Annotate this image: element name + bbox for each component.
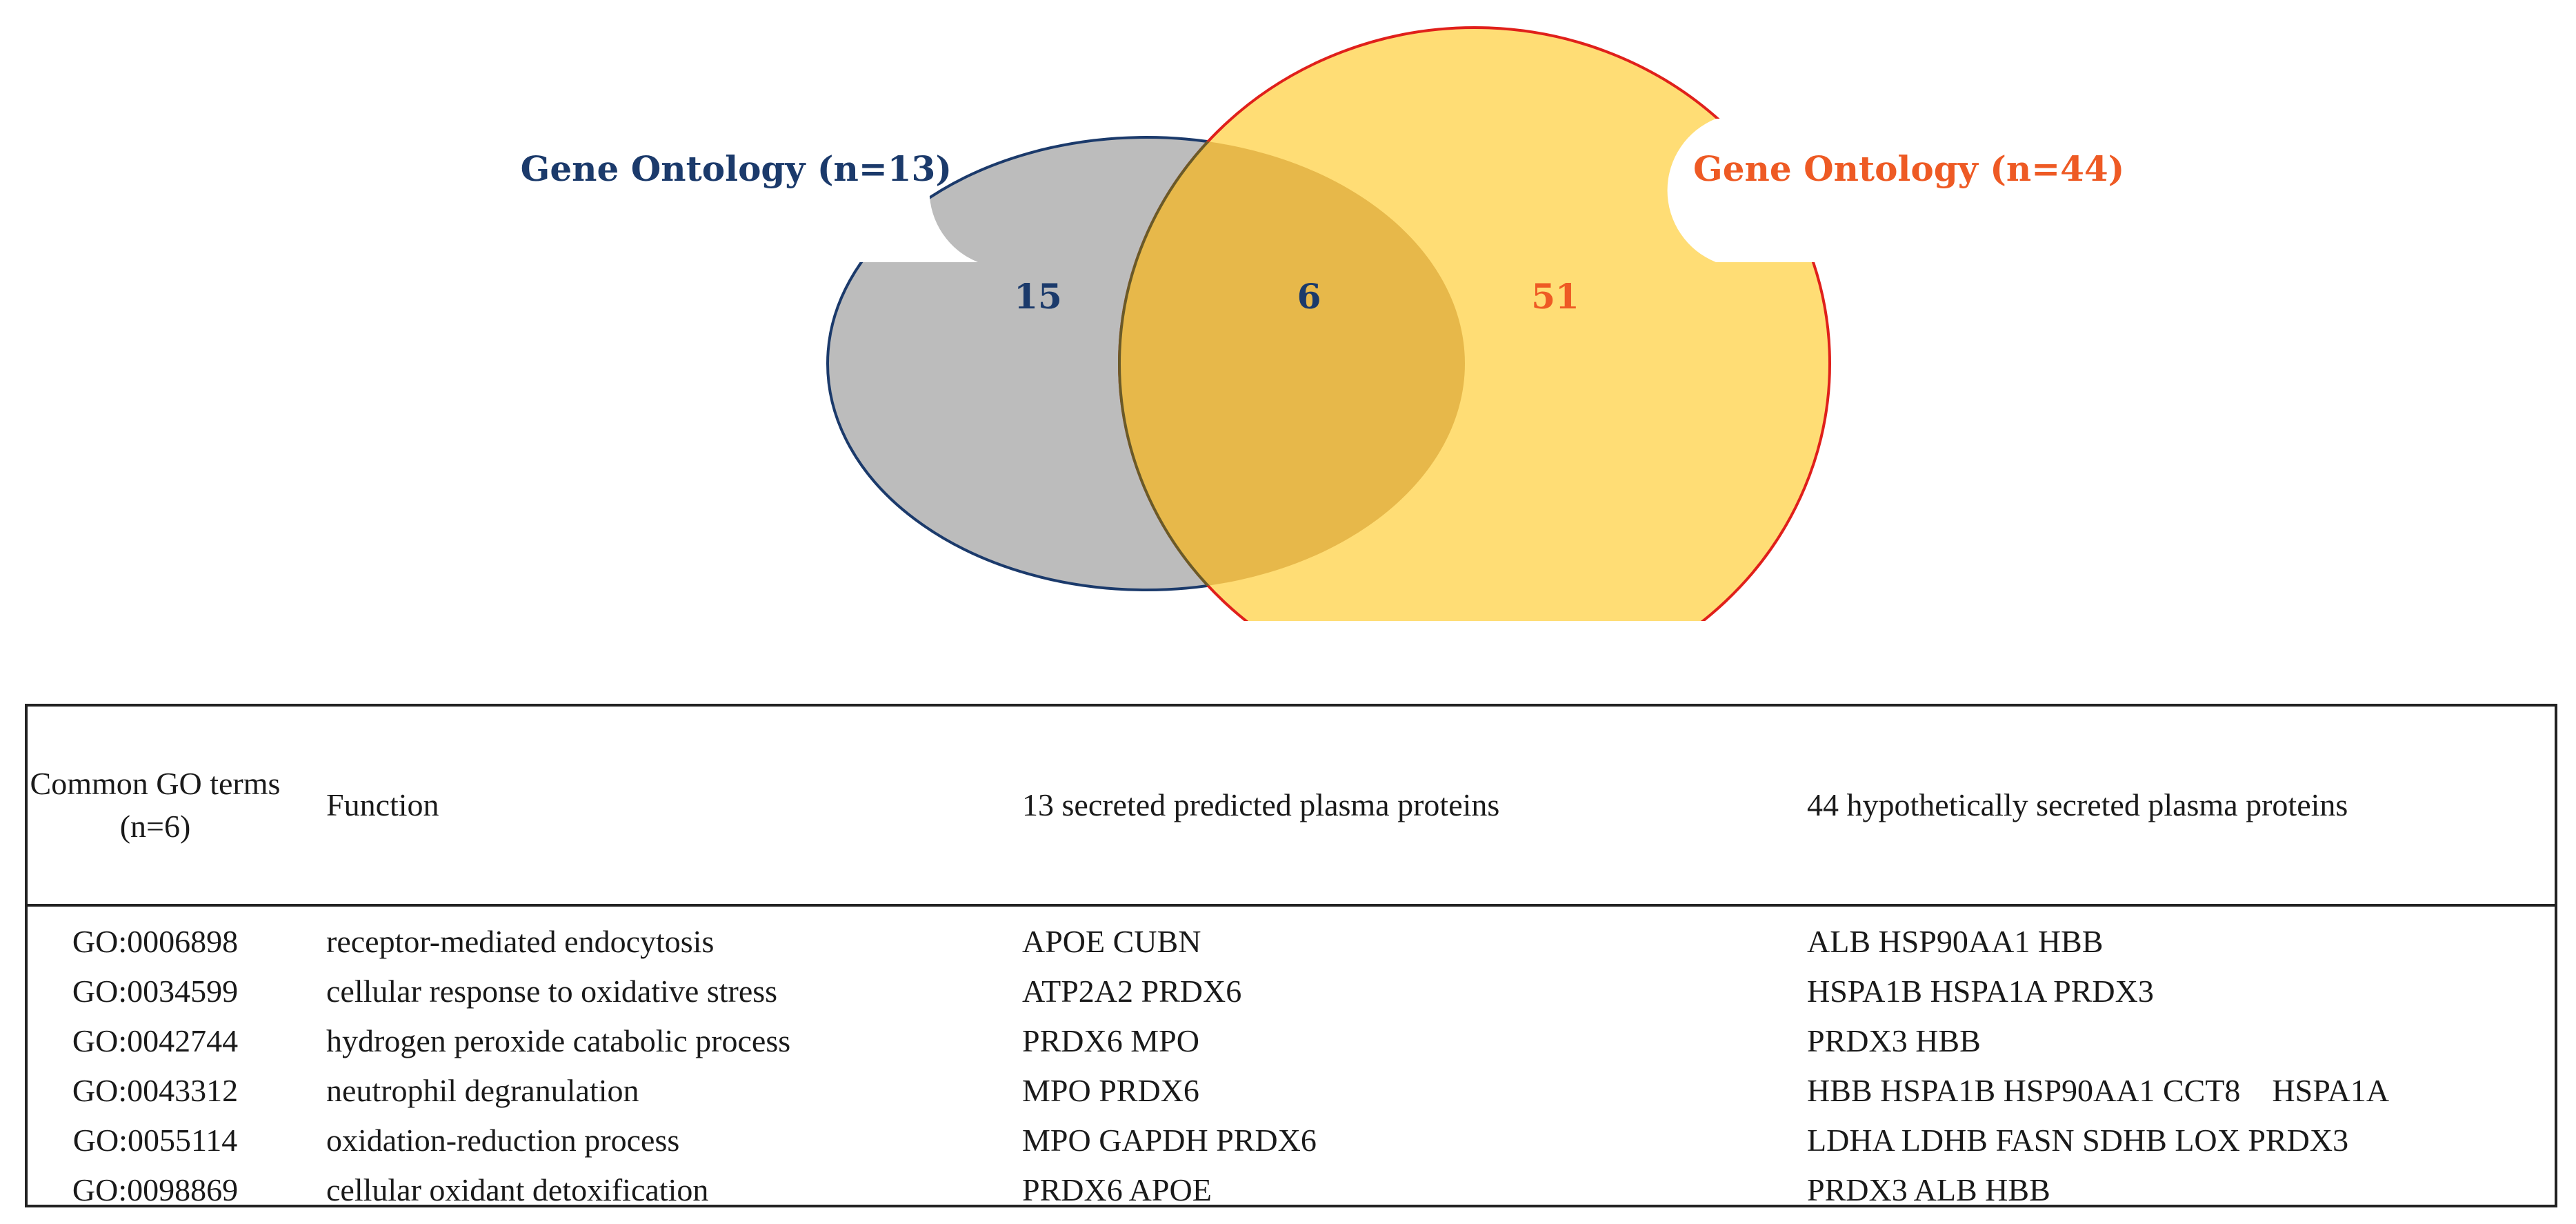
predicted-cell: PRDX6 MPO: [1022, 1023, 1199, 1058]
predicted-cell: MPO GAPDH PRDX6: [1022, 1123, 1317, 1158]
function-cell: neutrophil degranulation: [326, 1073, 639, 1108]
left-unique-count: 15: [1014, 276, 1062, 317]
go-terms-table: Common GO terms (n=6) Function 13 secret…: [25, 704, 2557, 1207]
predicted-cell: APOE CUBN: [1022, 924, 1201, 959]
hypothetical-cell: HBB HSPA1B HSP90AA1 CCT8 HSPA1A: [1807, 1073, 2390, 1108]
function-cell: receptor-mediated endocytosis: [326, 924, 715, 959]
header-go-terms: Common GO terms (n=6): [30, 765, 281, 844]
right-label-notch: [1667, 119, 2083, 262]
hypothetical-cell: HSPA1B HSPA1A PRDX3: [1807, 974, 2154, 1009]
left-set-label: Gene Ontology (n=13): [521, 148, 952, 189]
hypothetical-cell: PRDX3 ALB HBB: [1807, 1172, 2050, 1207]
header-hypothetical-proteins: 44 hypothetically secreted plasma protei…: [1807, 787, 2348, 822]
hypothetical-cell: PRDX3 HBB: [1807, 1023, 1981, 1058]
header-function: Function: [326, 787, 439, 822]
function-cell: oxidation-reduction process: [326, 1123, 680, 1158]
go-id: GO:0006898: [72, 924, 239, 959]
predicted-cell: PRDX6 APOE: [1022, 1172, 1212, 1207]
header-divider: [28, 904, 2555, 907]
intersection-count: 6: [1297, 276, 1321, 317]
function-cell: cellular oxidant detoxification: [326, 1172, 709, 1207]
venn-diagram: Gene Ontology (n=13) Gene Ontology (n=44…: [521, 26, 2124, 621]
go-id: GO:0034599: [72, 974, 239, 1009]
go-id: GO:0055114: [72, 1123, 238, 1158]
function-cell: cellular response to oxidative stress: [326, 974, 778, 1009]
intersection-region: [1118, 137, 1465, 590]
header-predicted-proteins: 13 secreted predicted plasma proteins: [1022, 787, 1500, 822]
function-cell: hydrogen peroxide catabolic process: [326, 1023, 791, 1058]
go-id: GO:0043312: [72, 1073, 239, 1108]
predicted-cell: ATP2A2 PRDX6: [1022, 974, 1242, 1009]
go-id: GO:0098869: [72, 1172, 239, 1207]
go-id: GO:0042744: [72, 1023, 239, 1058]
left-label-notch: [828, 119, 978, 262]
right-set-label: Gene Ontology (n=44): [1693, 148, 2124, 189]
right-unique-count: 51: [1531, 276, 1579, 317]
hypothetical-cell: LDHA LDHB FASN SDHB LOX PRDX3: [1807, 1123, 2349, 1158]
predicted-cell: MPO PRDX6: [1022, 1073, 1199, 1108]
hypothetical-cell: ALB HSP90AA1 HBB: [1807, 924, 2104, 959]
